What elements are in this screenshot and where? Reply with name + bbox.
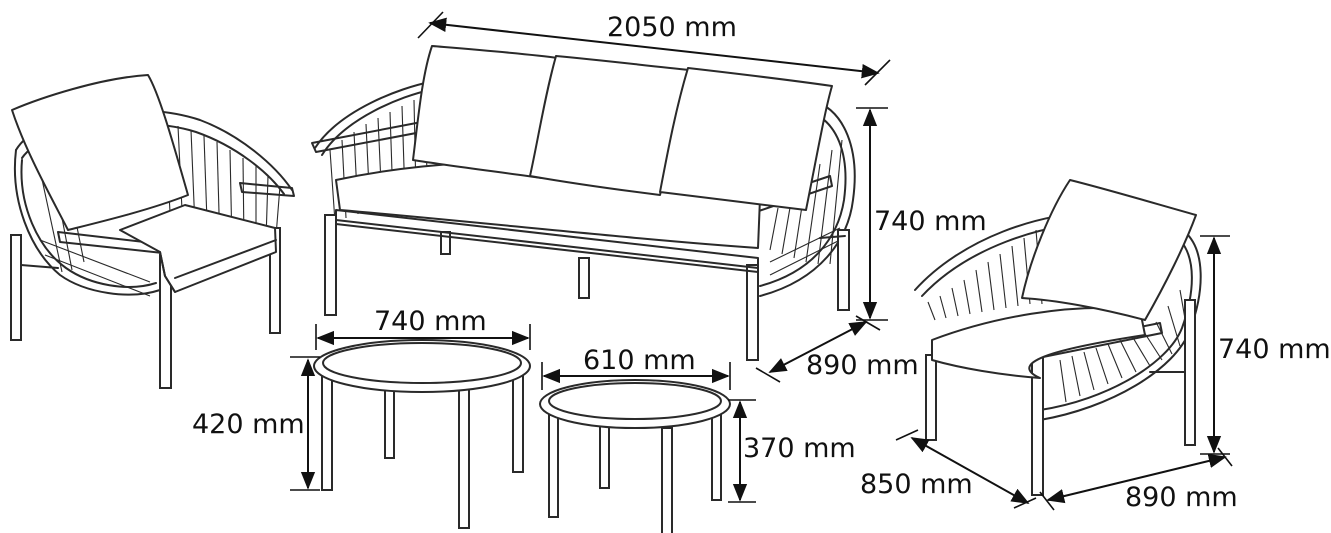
- sofa-back-cushion-right: [659, 67, 833, 211]
- chair-depth-label: 890 mm: [1125, 482, 1238, 513]
- left-chair-leg: [10, 234, 22, 341]
- left-armchair: [10, 74, 295, 389]
- sofa-base-rail: [335, 209, 759, 269]
- sofa-right-arm-frame: [759, 99, 856, 297]
- chair-width-dimension-line: [910, 437, 1030, 504]
- small-coffee-table: [539, 379, 731, 533]
- dimension-lines: [290, 11, 1233, 511]
- small-table-leg: [599, 419, 610, 489]
- right-chair-back-cushion: [1021, 179, 1197, 321]
- small-table-leg: [661, 427, 673, 533]
- small-table-height-label: 370 mm: [743, 433, 856, 464]
- small-table-diameter-label: 610 mm: [583, 345, 696, 376]
- sofa-depth-label: 890 mm: [806, 350, 919, 381]
- right-chair-leg: [925, 354, 937, 441]
- large-table-diameter-label: 740 mm: [374, 306, 487, 337]
- left-chair-back-cushion: [11, 74, 189, 231]
- large-table-leg: [512, 371, 524, 473]
- sofa-leg: [324, 214, 337, 316]
- large-coffee-table: [313, 339, 531, 529]
- sofa-left-arm-frame: [314, 81, 431, 149]
- left-chair-arm-frame: [14, 149, 161, 296]
- small-table-leg: [548, 414, 559, 518]
- large-table-leg: [458, 384, 470, 529]
- sofa-depth-dimension-line: [768, 321, 868, 373]
- small-table-leg: [711, 413, 722, 501]
- sofa-leg: [746, 264, 759, 361]
- large-table-height-label: 420 mm: [192, 409, 305, 440]
- sofa-width-dimension-line: [428, 17, 880, 79]
- chair-depth-dimension-line: [1046, 453, 1227, 504]
- sofa-leg: [837, 229, 850, 311]
- chair-width-label: 850 mm: [860, 469, 973, 500]
- right-chair-leg: [1184, 299, 1196, 446]
- sofa: [311, 45, 856, 361]
- right-chair-seat-cushion: [931, 306, 1146, 379]
- sofa-width-label: 2050 mm: [607, 12, 737, 43]
- large-table-leg: [321, 374, 333, 491]
- sofa-leg: [578, 257, 590, 299]
- sofa-height-label: 740 mm: [874, 206, 987, 237]
- chair-height-label: 740 mm: [1218, 334, 1331, 365]
- dimension-labels: 2050 mm 740 mm 890 mm 740 mm 420 mm 610 …: [192, 12, 1331, 513]
- sofa-right-rope-weave: [769, 139, 843, 276]
